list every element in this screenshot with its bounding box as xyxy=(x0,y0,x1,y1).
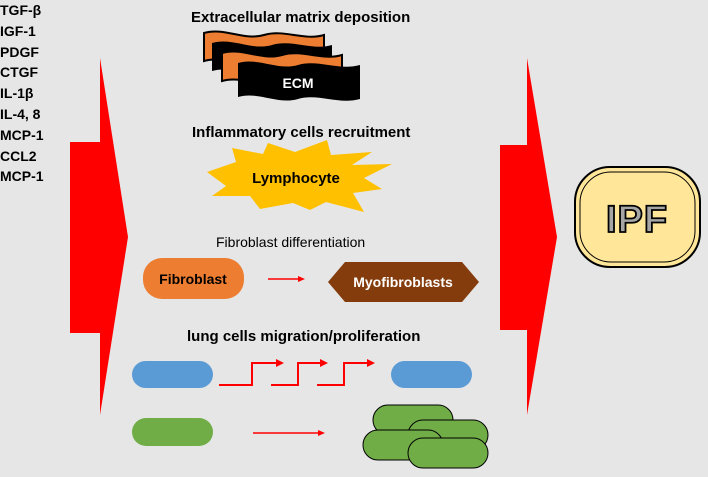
migration-step-arrowheads xyxy=(276,359,375,367)
blue-cell-right xyxy=(391,361,472,388)
myofibroblast-label: Myofibroblasts xyxy=(353,274,453,290)
ipf-label: IPF xyxy=(606,199,668,241)
cytokine-item: TGF-β xyxy=(0,2,42,18)
fibroblast-label: Fibroblast xyxy=(159,271,227,287)
cytokine-item: PDGF xyxy=(0,43,39,60)
cytokine-item: IL-4, 8 xyxy=(0,105,41,122)
right-red-arrow xyxy=(500,58,557,415)
ipf-badge xyxy=(574,166,701,268)
cytokine-item: CTGF xyxy=(0,64,39,81)
fibro-arrow-head xyxy=(298,276,305,282)
migration-step-arrows xyxy=(219,362,369,386)
lymphocyte-label: Lymphocyte xyxy=(252,170,340,187)
myofibroblast-shape xyxy=(328,262,479,302)
left-red-arrow xyxy=(70,58,128,415)
cytokine-item: MCP-1 xyxy=(0,168,44,185)
ecm-title: Extracellular matrix deposition xyxy=(191,9,411,26)
ecm-sheets xyxy=(203,30,360,101)
ecm-sheet-black-2 xyxy=(238,61,360,101)
prolif-arrow-head xyxy=(318,430,325,436)
green-cell-cluster xyxy=(362,404,489,469)
cytokine-item: IGF-1 xyxy=(0,22,36,39)
fibroblast-differentiation-title: Fibroblast differentiation xyxy=(216,234,366,250)
blue-cell-left xyxy=(132,361,213,388)
cytokine-item: CCL2 xyxy=(0,147,37,164)
inflammatory-title: Inflammatory cells recruitment xyxy=(192,124,411,141)
cytokine-item: IL-1β xyxy=(0,85,34,102)
ecm-label: ECM xyxy=(282,75,313,91)
green-cell-left xyxy=(132,418,213,446)
cytokine-item: MCP-1 xyxy=(0,126,44,143)
green-cell-cluster-4 xyxy=(407,437,489,469)
fibroblast-shape xyxy=(143,258,244,299)
migration-title: lung cells migration/proliferation xyxy=(187,328,421,345)
lymphocyte-starburst xyxy=(207,140,392,212)
